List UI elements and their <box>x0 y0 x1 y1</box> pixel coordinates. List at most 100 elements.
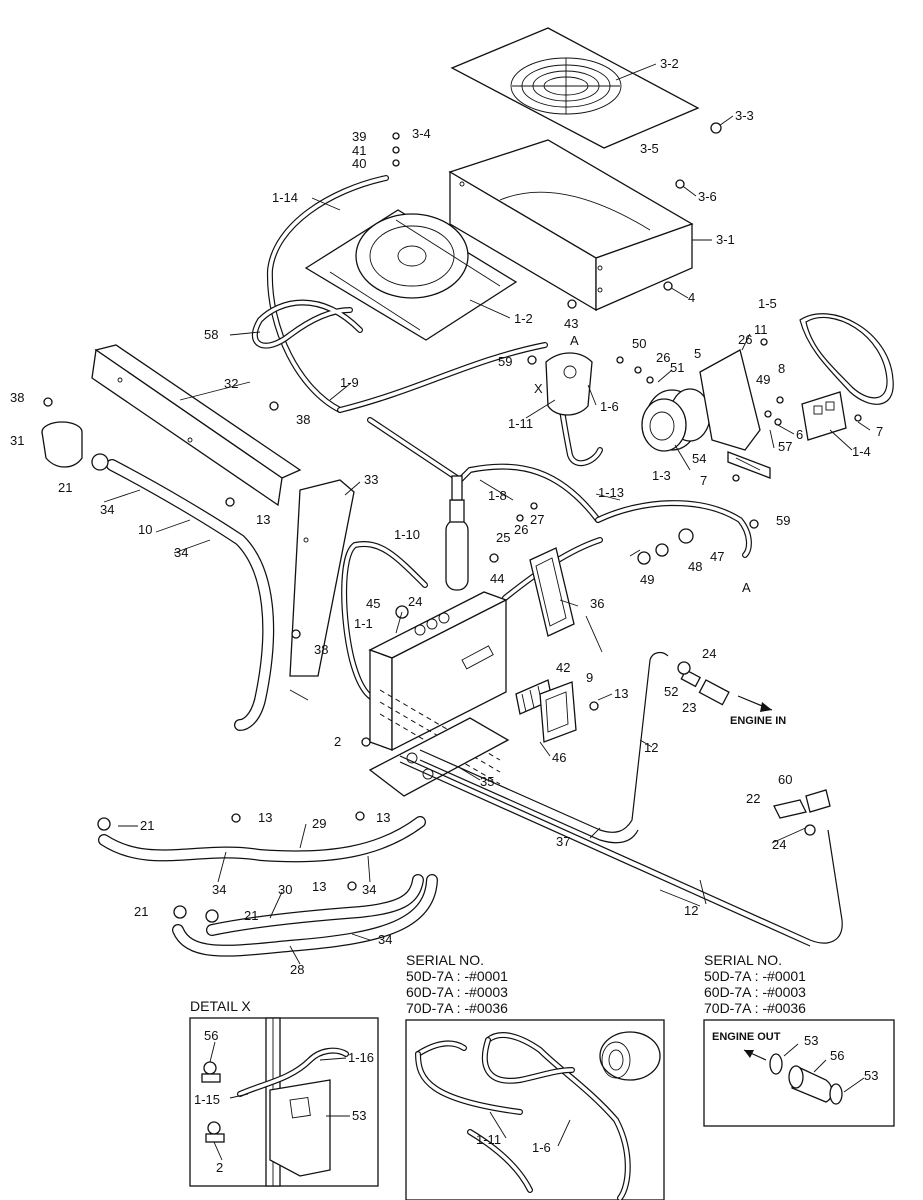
callout-12a: 12 <box>644 740 658 755</box>
callout-37: 37 <box>556 834 570 849</box>
callout-23: 23 <box>682 700 696 715</box>
callout-39: 39 <box>352 129 366 144</box>
condenser-housing <box>448 139 694 312</box>
callout-9: 9 <box>586 670 593 685</box>
callout-4: 4 <box>688 290 695 305</box>
detail-callout-1-15: 1-15 <box>194 1092 220 1107</box>
serial-info-left: SERIAL NO. 50D-7A : -#0001 60D-7A : -#00… <box>406 952 508 1016</box>
callout-5: 5 <box>694 346 701 361</box>
engine-out-box: ENGINE OUT 53 56 53 <box>703 1019 895 1127</box>
callout-A-top: A <box>570 333 579 348</box>
callout-13c: 13 <box>258 810 272 825</box>
callout-1-14: 1-14 <box>272 190 298 205</box>
callout-28: 28 <box>290 962 304 977</box>
plate-35 <box>368 717 510 797</box>
duct-cover-32 <box>91 344 302 507</box>
detail-callout-2: 2 <box>216 1160 223 1175</box>
callout-32: 32 <box>224 376 238 391</box>
callout-11: 11 <box>754 322 768 337</box>
callout-57: 57 <box>778 439 792 454</box>
callout-3-2: 3-2 <box>660 56 679 71</box>
callout-59a: 59 <box>498 354 512 369</box>
callout-52: 52 <box>664 684 678 699</box>
tube-1-14 <box>266 175 389 413</box>
callout-34a: 34 <box>100 502 114 517</box>
callout-7b: 7 <box>700 473 707 488</box>
callout-33: 33 <box>364 472 378 487</box>
callout-2a: 2 <box>334 734 341 749</box>
callout-13a: 13 <box>256 512 270 527</box>
gasket-36 <box>529 547 575 637</box>
callout-3-1: 3-1 <box>716 232 735 247</box>
valve-22 <box>773 789 831 819</box>
callout-51: 51 <box>670 360 684 375</box>
tube-58 <box>251 299 363 349</box>
callout-21c: 21 <box>134 904 148 919</box>
callout-1-2: 1-2 <box>514 311 533 326</box>
callout-58: 58 <box>204 327 218 342</box>
callout-21d: 21 <box>244 908 258 923</box>
callout-49b: 49 <box>640 572 654 587</box>
callout-29: 29 <box>312 816 326 831</box>
callout-46: 46 <box>552 750 566 765</box>
callout-A-bottom: A <box>742 580 751 595</box>
condenser-cover <box>450 27 700 149</box>
callout-1-4: 1-4 <box>852 444 871 459</box>
engine-out-callout-53a: 53 <box>804 1033 818 1048</box>
tube-1-9 <box>337 342 548 413</box>
serial-right-line3: 70D-7A : -#0036 <box>704 1000 806 1016</box>
callout-30: 30 <box>278 882 292 897</box>
callout-54: 54 <box>692 451 706 466</box>
callout-47: 47 <box>710 549 724 564</box>
callout-12b: 12 <box>684 903 698 918</box>
detail-x-title: DETAIL X <box>190 998 251 1014</box>
callout-7a: 7 <box>876 424 883 439</box>
callout-3-6: 3-6 <box>698 189 717 204</box>
callout-27: 27 <box>530 512 544 527</box>
receiver-drier <box>445 475 469 591</box>
hose-29 <box>98 816 426 863</box>
callout-34c: 34 <box>212 882 226 897</box>
callout-26b: 26 <box>656 350 670 365</box>
callout-1-13: 1-13 <box>598 485 624 500</box>
callout-40: 40 <box>352 156 366 171</box>
serial-left-title: SERIAL NO. <box>406 952 484 968</box>
hose-30 <box>206 874 424 936</box>
callout-38a: 38 <box>10 390 24 405</box>
heater-unit <box>368 591 508 785</box>
callout-3-5: 3-5 <box>640 141 659 156</box>
callout-24b: 24 <box>702 646 716 661</box>
callout-13d: 13 <box>376 810 390 825</box>
callout-1-5: 1-5 <box>758 296 777 311</box>
tube-1-8 <box>367 417 601 523</box>
leader-lines <box>103 63 871 965</box>
serial-right-title: SERIAL NO. <box>704 952 782 968</box>
callout-34b: 34 <box>174 545 188 560</box>
callout-3-4: 3-4 <box>412 126 431 141</box>
callout-21b: 21 <box>140 818 154 833</box>
callout-1-10: 1-10 <box>394 527 420 542</box>
callout-24c: 24 <box>772 837 786 852</box>
bracket-1-4 <box>801 391 847 441</box>
variant-callout-1-11: 1-11 <box>476 1132 501 1147</box>
callout-10: 10 <box>138 522 152 537</box>
callout-49a: 49 <box>756 372 770 387</box>
engine-out-callout-56: 56 <box>830 1048 844 1063</box>
hose-12 <box>399 651 843 947</box>
callout-6: 6 <box>796 427 803 442</box>
engine-out-callout-53b: 53 <box>864 1068 878 1083</box>
callout-45: 45 <box>366 596 380 611</box>
callout-38b: 38 <box>296 412 310 427</box>
callout-1-1: 1-1 <box>354 616 373 631</box>
serial-right-line2: 60D-7A : -#0003 <box>704 984 806 1000</box>
callout-13b: 13 <box>614 686 628 701</box>
variant-tubing-box: 1-11 1-6 <box>405 1019 665 1200</box>
callout-24a: 24 <box>408 594 422 609</box>
callout-22: 22 <box>746 791 760 806</box>
callout-3-3: 3-3 <box>735 108 754 123</box>
callout-34d: 34 <box>362 882 376 897</box>
compressor <box>641 349 771 479</box>
detail-callout-1-16: 1-16 <box>348 1050 374 1065</box>
